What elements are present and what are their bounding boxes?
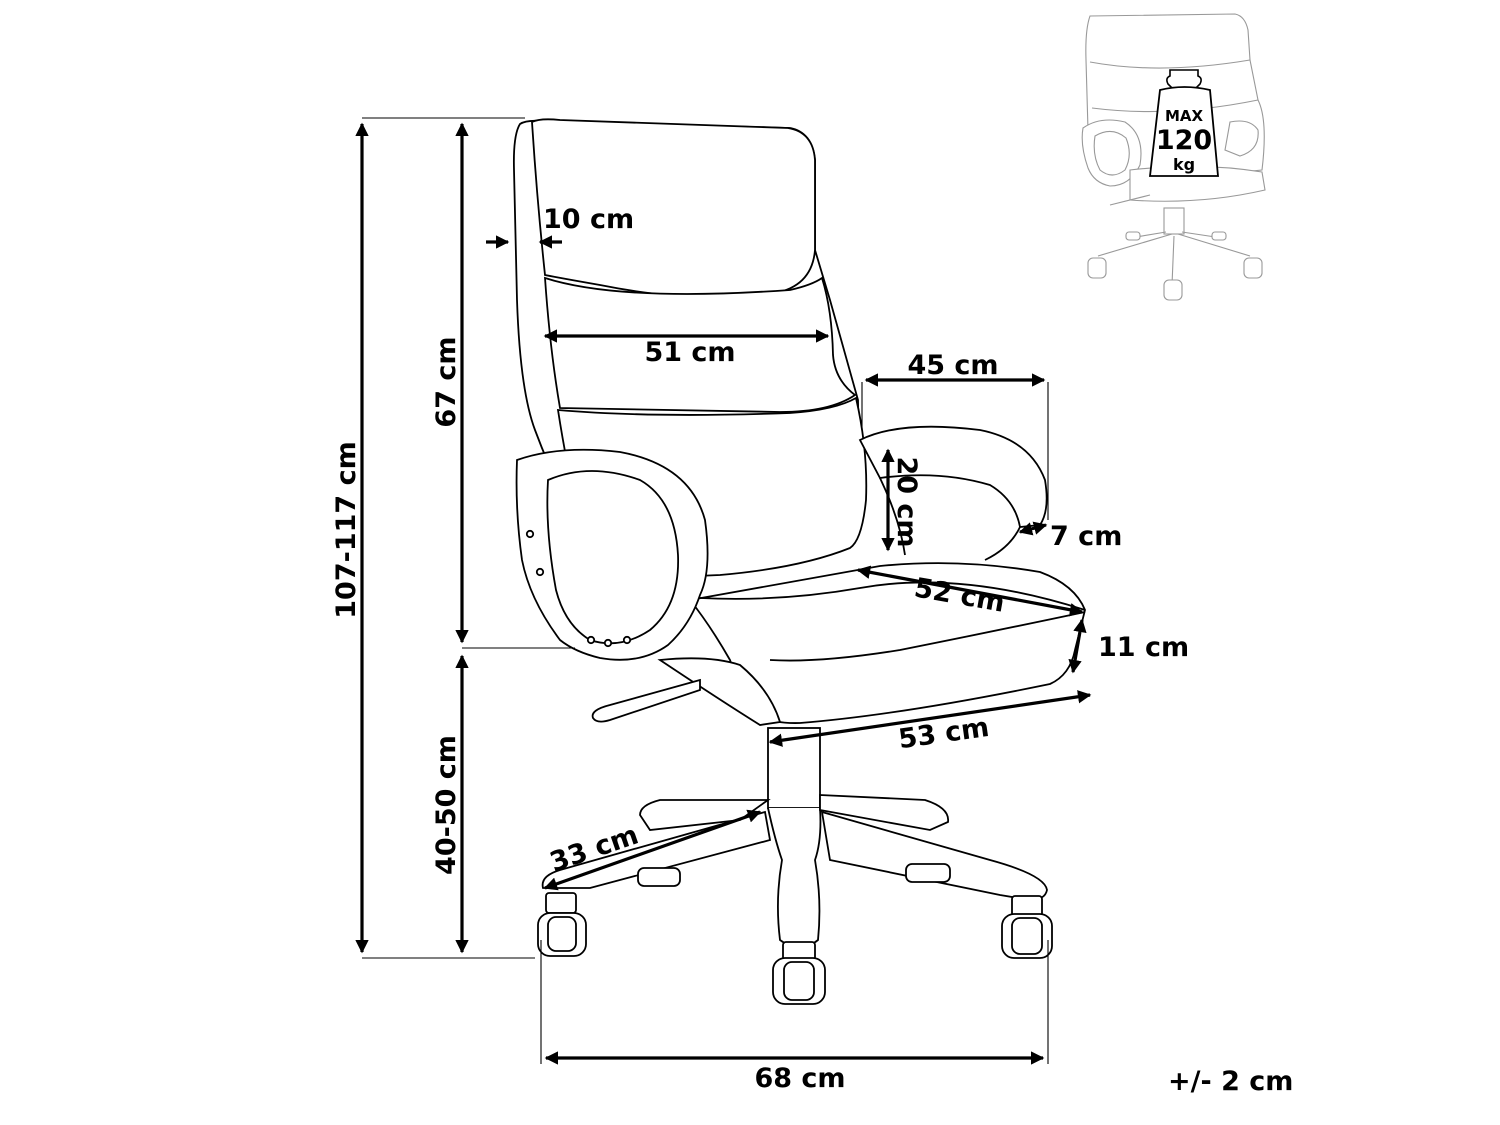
dimension-arrows	[355, 122, 1092, 1065]
label-armrest-width: 7 cm	[1050, 521, 1122, 552]
caster-front-left	[537, 892, 587, 957]
seat-front-edge	[769, 611, 1086, 662]
caster-back-right	[905, 863, 951, 883]
weight-icon: MAX 120 kg	[1148, 69, 1219, 177]
label-backrest-thickness: 10 cm	[543, 204, 634, 235]
extension-lines	[362, 117, 1049, 1064]
caster-center	[772, 941, 826, 1005]
label-total-height: 107-117 cm	[331, 441, 362, 618]
max-load-value: 120	[1156, 125, 1212, 156]
caster-back-left	[637, 867, 681, 887]
label-base-width: 68 cm	[754, 1063, 845, 1094]
armrest-right	[858, 425, 1048, 528]
arrow-seat-thickness	[1068, 618, 1087, 674]
base-leg-back-right	[819, 794, 949, 831]
max-load-unit: kg	[1173, 155, 1195, 174]
chair-outline	[512, 118, 1086, 1005]
label-tolerance: +/- 2 cm	[1168, 1066, 1293, 1097]
label-armrest-height: 20 cm	[891, 456, 922, 547]
label-seat-thickness: 11 cm	[1098, 632, 1189, 663]
label-seat-width: 53 cm	[897, 712, 992, 755]
caster-front-right	[1001, 895, 1053, 959]
arrow-seat-depth	[856, 565, 1084, 617]
armrest-left-opening	[546, 470, 679, 645]
max-load-thumbnail: MAX 120 kg	[1081, 13, 1266, 301]
backrest-middle-cushion	[544, 276, 857, 413]
label-backrest-height: 67 cm	[431, 336, 462, 427]
max-load-label: MAX	[1165, 107, 1204, 125]
height-lever	[591, 678, 701, 723]
arrow-seat-width	[768, 690, 1092, 747]
label-seat-height: 40-50 cm	[431, 735, 462, 875]
label-backrest-width: 51 cm	[644, 337, 735, 368]
label-armrest-length: 45 cm	[907, 350, 998, 381]
arrow-base-leg	[543, 809, 762, 891]
arrow-armrest-width	[1018, 521, 1048, 536]
